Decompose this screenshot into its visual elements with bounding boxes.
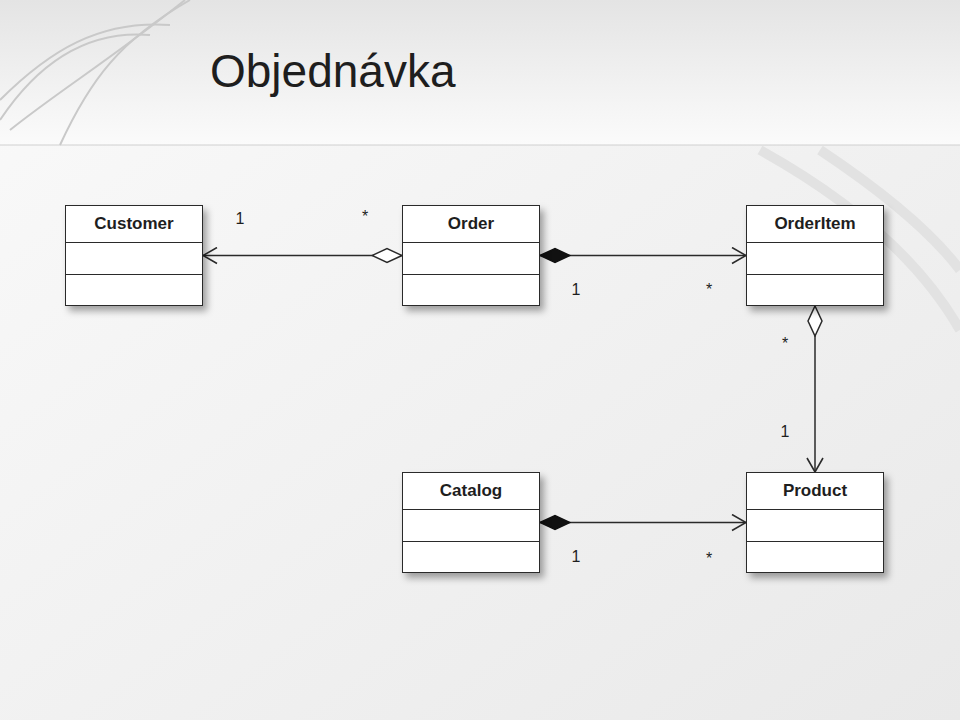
class-name: OrderItem <box>774 214 855 234</box>
class-box: Catalog <box>402 472 540 573</box>
class-name: Product <box>783 481 847 501</box>
class-box: Product <box>746 472 884 573</box>
operation-compartment <box>747 274 883 305</box>
operation-compartment <box>747 541 883 572</box>
class-box: Order <box>402 205 540 306</box>
multiplicity: * <box>706 550 712 568</box>
attribute-compartment <box>747 510 883 541</box>
header-edge <box>0 145 960 146</box>
class-name: Customer <box>94 214 173 234</box>
attribute-compartment <box>747 243 883 274</box>
association-line <box>540 522 746 524</box>
class-box: Customer <box>65 205 203 306</box>
operation-compartment <box>66 274 202 305</box>
association-line <box>203 255 402 257</box>
multiplicity: * <box>782 335 788 353</box>
multiplicity: * <box>706 281 712 299</box>
slide-title: Objednávka <box>210 44 456 98</box>
swirl-ornament <box>0 0 190 145</box>
multiplicity: 1 <box>236 210 245 228</box>
operation-compartment <box>403 541 539 572</box>
attribute-compartment <box>403 243 539 274</box>
attribute-compartment <box>66 243 202 274</box>
class-box: OrderItem <box>746 205 884 306</box>
class-name: Order <box>448 214 494 234</box>
header-band <box>0 0 960 145</box>
association-line <box>540 255 746 257</box>
class-name: Catalog <box>440 481 502 501</box>
multiplicity: 1 <box>572 548 581 566</box>
class-name-compartment: OrderItem <box>747 206 883 243</box>
class-name-compartment: Customer <box>66 206 202 243</box>
association-line <box>814 306 816 472</box>
class-name-compartment: Order <box>403 206 539 243</box>
operation-compartment <box>403 274 539 305</box>
multiplicity: 1 <box>572 281 581 299</box>
multiplicity: 1 <box>781 423 790 441</box>
class-name-compartment: Catalog <box>403 473 539 510</box>
attribute-compartment <box>403 510 539 541</box>
multiplicity: * <box>362 208 368 226</box>
class-name-compartment: Product <box>747 473 883 510</box>
